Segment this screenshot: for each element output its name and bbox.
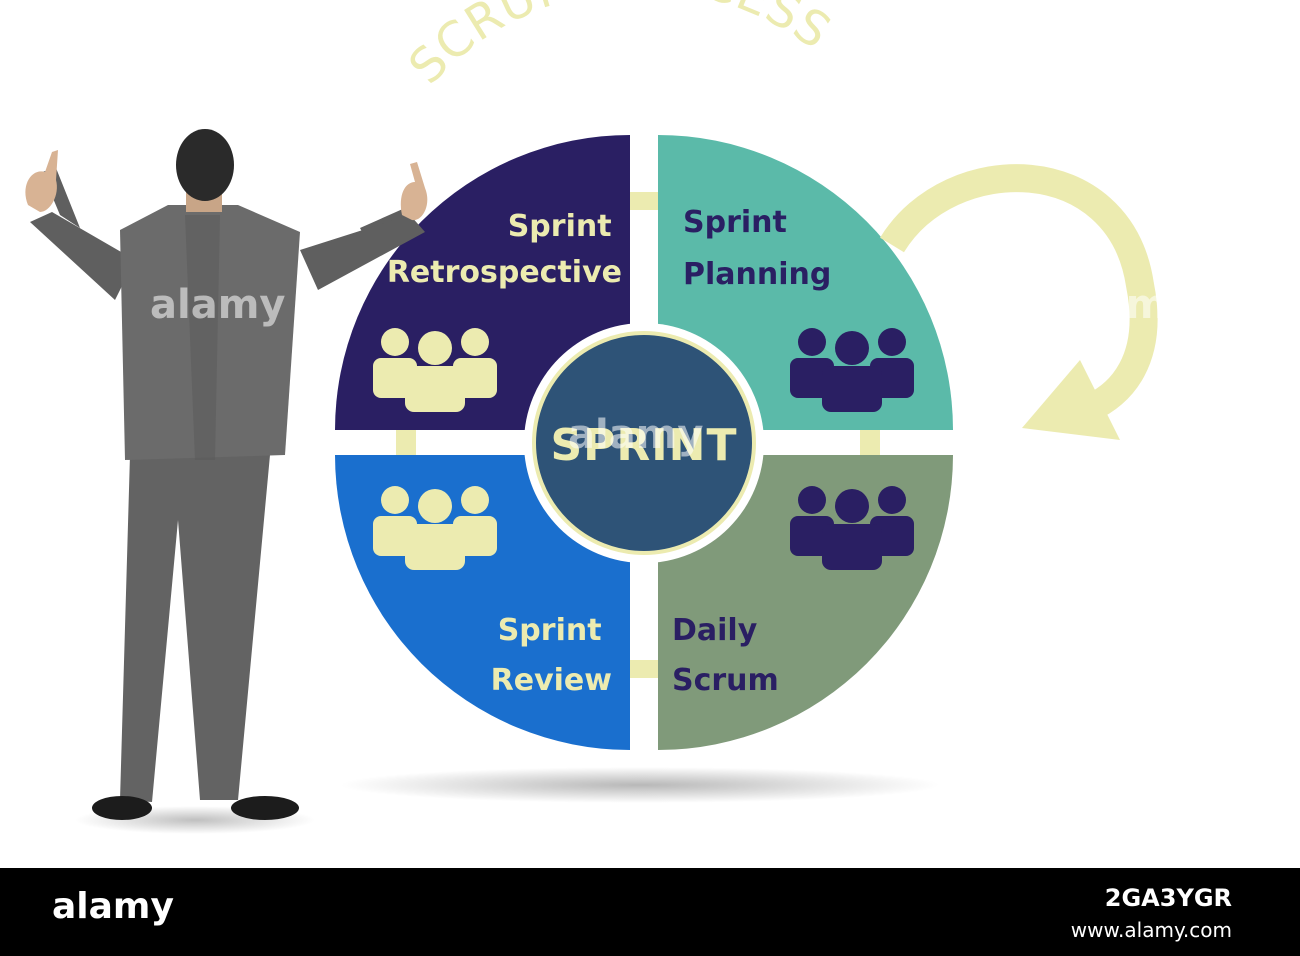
businessman-figure (25, 129, 428, 834)
quadrant-retrospective (335, 135, 630, 430)
connectors (396, 192, 880, 678)
scene: SPRINT SCRUM PROCESS Sprint Retrospectiv… (25, 0, 1193, 834)
footer-url: www.alamy.com (1070, 918, 1232, 942)
label-retrospective: Sprint Retrospective (387, 209, 622, 290)
center-label: SPRINT (550, 420, 737, 471)
diagram-title: SCRUM PROCESS (398, 0, 841, 95)
label-planning: Sprint Planning (683, 205, 831, 292)
footer-bar: alamy 2GA3YGR www.alamy.com (0, 868, 1300, 956)
label-daily: Daily Scrum (672, 613, 779, 698)
watermark: alamy alamy alamy (150, 282, 1193, 458)
floor-shadow (340, 767, 940, 803)
footer-brand-logo: alamy (52, 886, 174, 927)
label-review: Sprint Review (491, 613, 612, 698)
quadrant-planning (658, 135, 953, 430)
svg-text:alamy: alamy (568, 412, 703, 458)
cycle-arrow-icon (880, 164, 1158, 440)
scene-svg: SPRINT SCRUM PROCESS Sprint Retrospectiv… (25, 0, 1193, 834)
center-circle (532, 331, 756, 555)
footer-image-id: 2GA3YGR (1104, 884, 1232, 912)
svg-text:alamy: alamy (150, 282, 285, 328)
svg-text:alamy: alamy (1058, 282, 1193, 328)
